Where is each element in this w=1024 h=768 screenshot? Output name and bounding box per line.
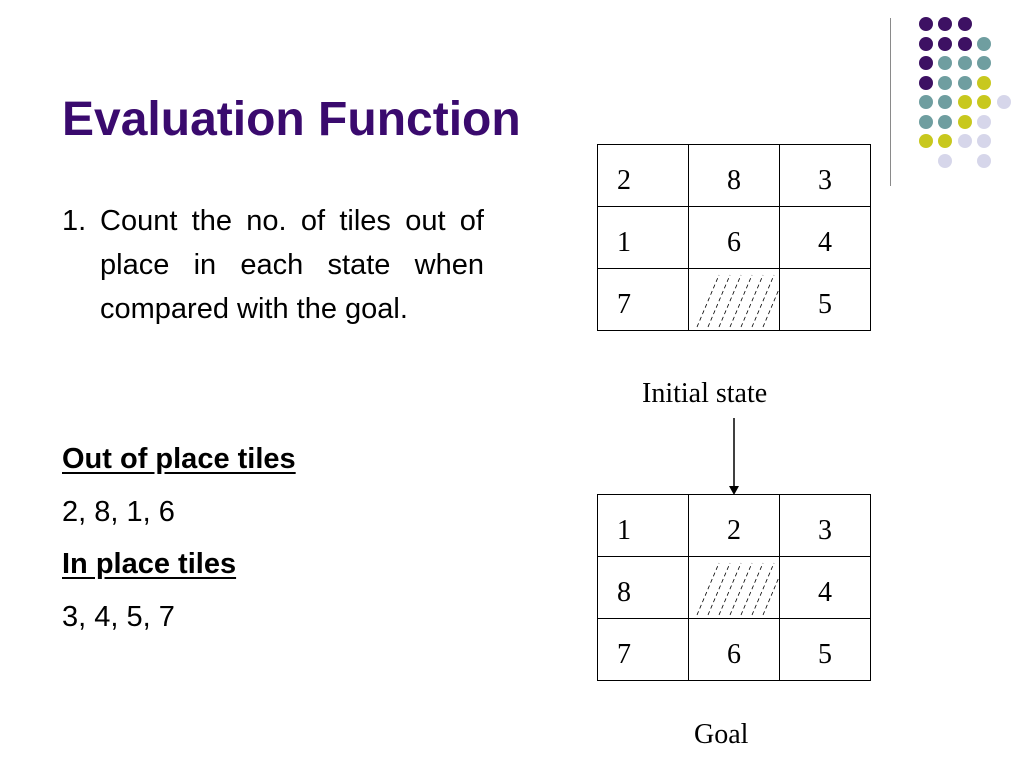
decorative-dot	[977, 36, 991, 51]
grid-row: 2 8 3	[597, 144, 871, 207]
in-place-values: 3, 4, 5, 7	[62, 601, 175, 633]
tile: 3	[779, 144, 871, 207]
hatch-pattern	[696, 562, 779, 616]
item-text: Count the no. of tiles out of place in e…	[100, 205, 484, 325]
decorative-dot	[957, 95, 972, 109]
tile: 5	[779, 618, 871, 681]
decorative-dot	[938, 17, 952, 31]
decorative-dot	[957, 114, 972, 129]
decorative-dot	[977, 153, 991, 168]
decorative-dot	[938, 153, 952, 168]
tile: 7	[597, 268, 689, 331]
decorative-dot	[957, 134, 972, 148]
grid-row: 7 6 5	[597, 618, 871, 681]
decorative-dot	[977, 114, 991, 129]
decorative-dot	[957, 17, 972, 31]
decorative-dot	[918, 114, 933, 129]
decorative-dot	[977, 134, 991, 148]
initial-state-caption: Initial state	[642, 378, 768, 409]
goal-state-grid: 1 2 3 8 4 7 6 5	[597, 494, 871, 681]
in-place-heading: In place tiles	[62, 548, 237, 580]
decorative-dot	[938, 36, 952, 51]
decorative-dot	[918, 75, 933, 90]
decorative-dot	[918, 56, 933, 70]
decorative-divider	[890, 18, 891, 186]
tile: 7	[597, 618, 689, 681]
decorative-dot	[938, 95, 952, 109]
tile: 2	[597, 144, 689, 207]
tile: 2	[688, 494, 780, 557]
decorative-dot	[957, 75, 972, 90]
tile: 5	[779, 268, 871, 331]
grid-row: 7 5	[597, 268, 871, 331]
out-of-place-values: 2, 8, 1, 6	[62, 496, 175, 528]
decorative-dot	[957, 36, 972, 51]
decorative-dot	[977, 75, 991, 90]
decorative-dot	[918, 95, 933, 109]
decorative-dot	[977, 56, 991, 70]
initial-state-grid: 2 8 3 1 6 4 7 5	[597, 144, 871, 331]
decorative-dot	[938, 134, 952, 148]
decorative-dot	[957, 56, 972, 70]
arrow-down-icon	[729, 418, 739, 495]
decorative-dot	[977, 95, 991, 109]
blank-tile	[688, 268, 780, 331]
tile: 4	[779, 206, 871, 269]
slide-title: Evaluation Function	[62, 93, 521, 146]
tile: 6	[688, 206, 780, 269]
tile: 4	[779, 556, 871, 619]
decorative-dot	[938, 56, 952, 70]
item-number: 1.	[62, 205, 87, 237]
decorative-dot	[996, 95, 1011, 109]
goal-caption: Goal	[694, 719, 749, 750]
tile: 3	[779, 494, 871, 557]
tile: 8	[597, 556, 689, 619]
grid-row: 1 6 4	[597, 206, 871, 269]
decorative-dot	[938, 75, 952, 90]
hatch-pattern	[696, 274, 779, 328]
tile: 8	[688, 144, 780, 207]
decorative-dot	[918, 36, 933, 51]
decorative-dot	[918, 17, 933, 31]
tile: 1	[597, 494, 689, 557]
tile: 6	[688, 618, 780, 681]
decorative-dot	[938, 114, 952, 129]
grid-row: 1 2 3	[597, 494, 871, 557]
decorative-dot	[918, 134, 933, 148]
tile: 1	[597, 206, 689, 269]
blank-tile	[688, 556, 780, 619]
out-of-place-heading: Out of place tiles	[62, 443, 296, 475]
grid-row: 8 4	[597, 556, 871, 619]
